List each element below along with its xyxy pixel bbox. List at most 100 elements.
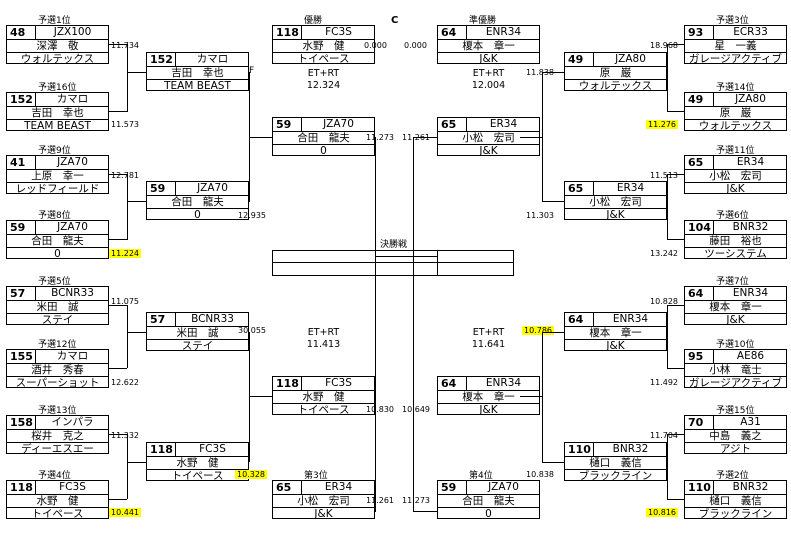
driver-row: 中島 義之: [685, 429, 786, 443]
car-number: 93: [688, 26, 704, 39]
et-rt-caption: ET+RT: [472, 327, 505, 338]
car-number: 49: [568, 53, 584, 66]
team-name: ウォルテックス: [20, 53, 95, 65]
team-row: ウォルテックス: [7, 52, 108, 66]
driver-row: 水野 健: [273, 39, 374, 53]
car-model: BNR32: [732, 481, 769, 493]
car-number: 110: [688, 481, 711, 494]
bracket-line: [109, 111, 127, 112]
driver-row: 桜井 克之: [7, 429, 108, 443]
driver-row: 水野 健: [147, 456, 248, 470]
driver-row: 原 巌: [565, 66, 666, 80]
driver-row: 榎本 章一: [438, 39, 539, 53]
bracket-line: [667, 72, 668, 73]
row-separator: [593, 313, 594, 326]
team-row: J&K: [438, 403, 539, 417]
driver-row: 小松 宏司: [273, 494, 374, 508]
car-model: AE86: [736, 350, 765, 362]
team-name: トイペース: [297, 404, 350, 416]
driver-row: 小松 宏司: [438, 131, 539, 145]
bracket-line: [109, 368, 127, 369]
bracket-line: [127, 332, 146, 333]
team-row: 0: [7, 247, 108, 261]
box-header: 優勝: [304, 16, 323, 26]
lap-time: 0.000: [364, 41, 387, 50]
row-separator: [713, 26, 714, 39]
bracket-line: [272, 275, 514, 276]
team-row: J&K: [273, 507, 374, 521]
bracket-line: [667, 434, 684, 435]
team-row: トイペース: [147, 469, 248, 483]
driver-name: 深澤 敬: [36, 40, 79, 52]
driver-row: 星 一義: [685, 39, 786, 53]
driver-name: 中島 義之: [709, 430, 762, 442]
driver-name: 小林 竜士: [709, 364, 762, 376]
box-header: 予選7位: [716, 277, 749, 287]
team-name: トイペース: [31, 508, 84, 520]
car-model: ENR34: [612, 313, 649, 325]
lap-time: 0.000: [404, 41, 427, 50]
team-name: 0: [54, 248, 61, 260]
row-separator: [713, 156, 714, 169]
lap-time: 11.492: [650, 378, 678, 387]
driver-row: 米田 誠: [7, 300, 108, 314]
row-separator: [35, 156, 36, 169]
bracket-line: [127, 72, 146, 73]
bracket-line: [375, 250, 376, 275]
lap-time: 13.242: [650, 249, 678, 258]
box-header: 予選2位: [716, 471, 749, 481]
team-row: J&K: [565, 339, 666, 353]
et-rt-value: 12.324: [306, 80, 341, 91]
team-name: 0: [320, 145, 327, 157]
bracket-line: [375, 511, 376, 512]
lap-time: 10.441: [109, 508, 141, 517]
driver-name: 水野 健: [302, 40, 345, 52]
row-separator: [35, 221, 36, 234]
team-name: J&K: [314, 508, 333, 520]
mark-f: F: [249, 66, 255, 76]
box-header: 予選1位: [38, 16, 71, 26]
driver-row: 小林 竜士: [685, 363, 786, 377]
lap-time: 11.273: [402, 496, 430, 505]
team-name: ツーシステム: [704, 248, 767, 260]
team-name: レッドフィールド: [15, 183, 100, 195]
car-number: 118: [276, 26, 299, 39]
team-name: J&K: [479, 53, 498, 65]
driver-name: 樋口 義信: [589, 457, 642, 469]
team-row: ガレージアクティブ: [685, 52, 786, 66]
team-row: アジト: [685, 442, 786, 456]
car-number: 95: [688, 350, 704, 363]
et-rt-caption: ET+RT: [472, 68, 505, 79]
car-number: 118: [10, 481, 33, 494]
bracket-line: [542, 72, 543, 201]
et-rt-value: 11.641: [471, 339, 506, 350]
team-row: J&K: [685, 182, 786, 196]
team-row: J&K: [565, 208, 666, 222]
team-name: トイペース: [297, 53, 350, 65]
car-model: JZA70: [197, 182, 228, 194]
lap-time: 11.303: [526, 211, 554, 220]
car-number: 152: [10, 93, 33, 106]
bracket-line: [520, 396, 542, 397]
driver-row: 小松 宏司: [565, 195, 666, 209]
team-row: ツーシステム: [685, 247, 786, 261]
bracket-line: [542, 462, 564, 463]
team-name: J&K: [726, 314, 745, 326]
